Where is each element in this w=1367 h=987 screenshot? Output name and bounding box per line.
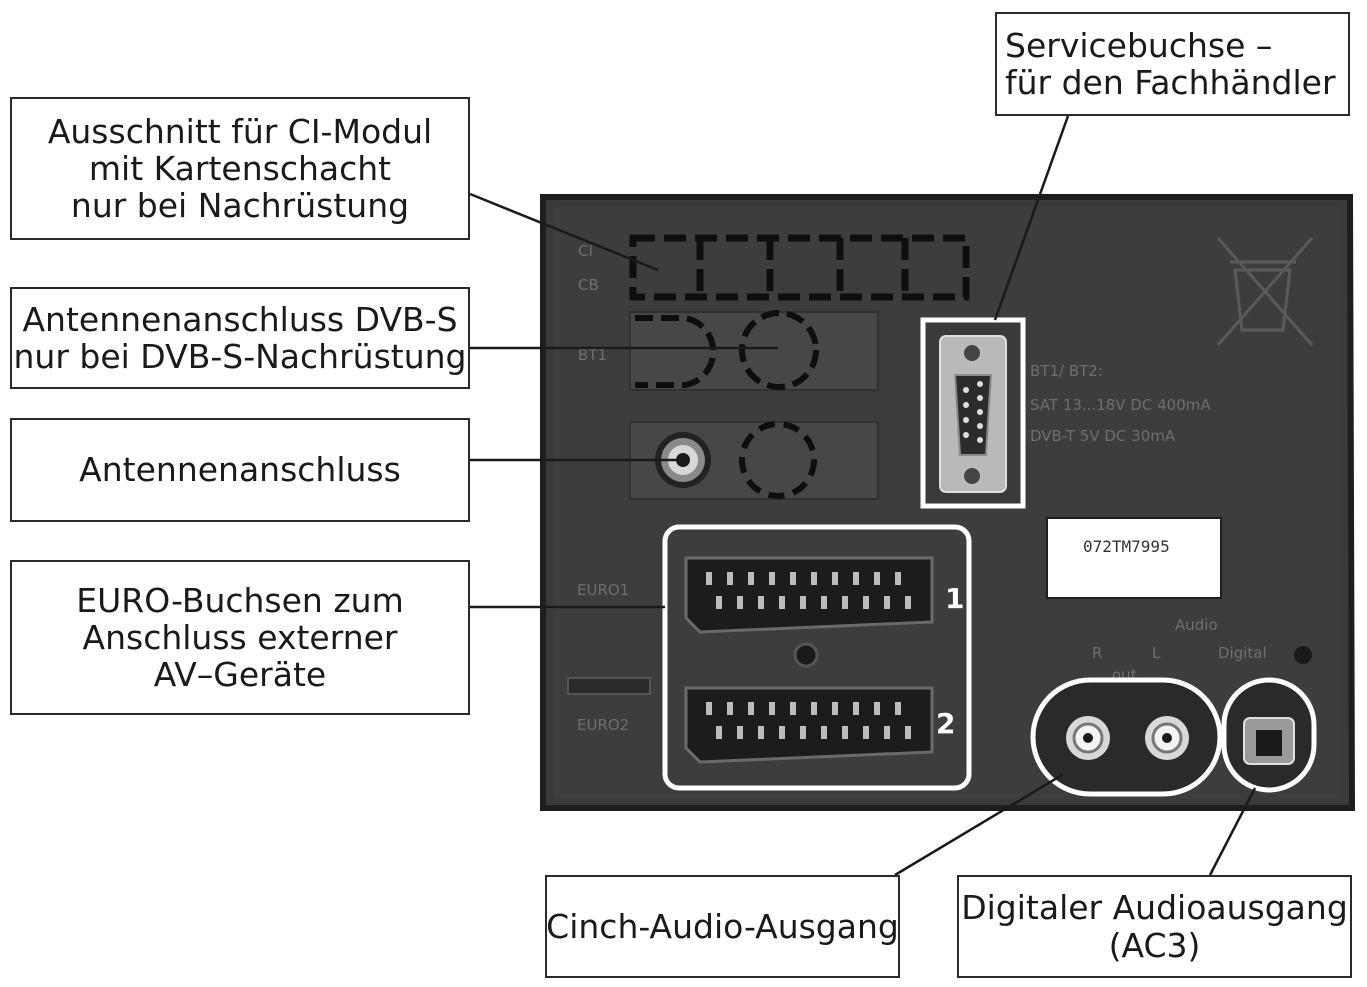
optical-socket (1243, 717, 1295, 765)
scart-pin (800, 726, 806, 739)
scart-pin (758, 726, 764, 739)
scart-pin (874, 702, 880, 715)
callout-dvbs-line-1: Antennenanschluss DVB-S (22, 299, 458, 339)
scart-pin (769, 702, 775, 715)
cinch-socket-l (1145, 716, 1189, 760)
scart-pin (748, 572, 754, 585)
callout-euro-line-1: EURO-Buchsen zum (76, 580, 404, 620)
leader-ci (469, 192, 659, 272)
ci-module-cutout (629, 234, 970, 301)
scart-pin (895, 702, 901, 715)
callout-service-line-1: Servicebuchse – (1005, 25, 1273, 65)
scart-pin (905, 596, 911, 609)
callout-cinch-line-1: Cinch-Audio-Ausgang (546, 906, 899, 946)
scart-pin (874, 572, 880, 585)
bt1-label: BT1 (578, 346, 607, 364)
scart-socket-2 (684, 686, 934, 764)
callout-ci-line-2: mit Kartenschacht (88, 148, 392, 188)
leader-lines (469, 115, 1257, 877)
scart-pin (769, 572, 775, 585)
scart-pin (811, 702, 817, 715)
callout-cinch-audio: Cinch-Audio-Ausgang (545, 875, 900, 978)
scart-pin (737, 726, 743, 739)
scart-pin (811, 572, 817, 585)
scart-pin (832, 572, 838, 585)
audio-digital-label: Digital (1218, 644, 1267, 662)
callout-ci-line-1: Ausschnitt für CI-Modul (47, 111, 433, 151)
callout-dvbs-antenna: Antennenanschluss DVB-S nur bei DVB-S-Na… (10, 287, 470, 389)
callout-digital-line-2: (AC3) (1108, 925, 1201, 965)
callout-ci-module: Ausschnitt für CI-Modul mit Kartenschach… (10, 97, 470, 240)
scart-pin (884, 726, 890, 739)
scart-pin (853, 572, 859, 585)
spec-line-3: DVB-T 5V DC 30mA (1030, 427, 1176, 445)
callout-euro-sockets: EURO-Buchsen zum Anschluss externer AV–G… (10, 560, 470, 715)
leader-cinch (894, 773, 1063, 877)
scart-pin (853, 702, 859, 715)
scart-pin (842, 726, 848, 739)
euro1-label: EURO1 (577, 581, 629, 599)
callout-antenna-line-1: Antennenanschluss (79, 450, 401, 490)
scart-pin (716, 726, 722, 739)
audio-r-label: R (1092, 644, 1102, 662)
scart-socket-1 (684, 556, 934, 634)
scart-pin (821, 596, 827, 609)
panel-screw (1294, 646, 1312, 664)
scart-pin (706, 702, 712, 715)
antenna-connector (655, 432, 711, 488)
callout-ci-line-3: nur bei Nachrüstung (70, 186, 410, 226)
scart-pin (779, 726, 785, 739)
callout-euro-line-3: AV–Geräte (153, 655, 327, 695)
panel-slot (567, 677, 651, 695)
scart-screw (793, 642, 819, 668)
weee-bin-icon (1216, 237, 1314, 346)
antenna-knockout (739, 421, 817, 499)
scart-pin (758, 596, 764, 609)
scart-pin (863, 596, 869, 609)
callout-antenna: Antennenanschluss (10, 418, 470, 522)
serial-number: 072TM7995 (1083, 537, 1170, 556)
scart-number-1: 1 (945, 582, 964, 615)
audio-l-label: L (1152, 644, 1161, 662)
scart-pin (842, 596, 848, 609)
callout-digital-audio: Digitaler Audioausgang (AC3) (957, 875, 1352, 978)
dvbs-knockouts (635, 310, 819, 390)
ci-top-label: CI (578, 242, 593, 260)
scart-pin (905, 726, 911, 739)
scart-pin (895, 572, 901, 585)
spec-line-1: BT1/ BT2: (1030, 362, 1103, 380)
scart-pin (863, 726, 869, 739)
cinch-socket-r (1066, 716, 1110, 760)
scart-pin (737, 596, 743, 609)
spec-line-2: SAT 13...18V DC 400mA (1030, 396, 1211, 414)
scart-pin (790, 702, 796, 715)
euro2-label: EURO2 (577, 716, 629, 734)
callout-service-line-2: für den Fachhändler (1005, 63, 1336, 102)
cinch-highlight (1030, 677, 1223, 797)
scart-pin (884, 596, 890, 609)
scart-highlight (662, 524, 972, 791)
scart-pin (716, 596, 722, 609)
scart-number-2: 2 (936, 707, 955, 740)
serial-sticker (1046, 517, 1222, 599)
callout-service-socket: Servicebuchse – für den Fachhändler (995, 12, 1350, 116)
ci-bottom-label: CB (578, 276, 599, 294)
callout-dvbs-line-2: nur bei DVB-S-Nachrüstung (13, 337, 467, 376)
scart-pin (748, 702, 754, 715)
audio-label: Audio (1175, 616, 1218, 634)
scart-pin (832, 702, 838, 715)
leader-digital (1208, 787, 1257, 876)
scart-pin (706, 572, 712, 585)
scart-pin (727, 702, 733, 715)
scart-pin (727, 572, 733, 585)
scart-pin (800, 596, 806, 609)
callout-euro-line-2: Anschluss externer (82, 617, 398, 657)
scart-pin (790, 572, 796, 585)
callout-digital-line-1: Digitaler Audioausgang (961, 888, 1348, 928)
leader-service (993, 115, 1070, 321)
service-dsub-connector (939, 335, 1007, 493)
scart-pin (779, 596, 785, 609)
scart-pin (821, 726, 827, 739)
